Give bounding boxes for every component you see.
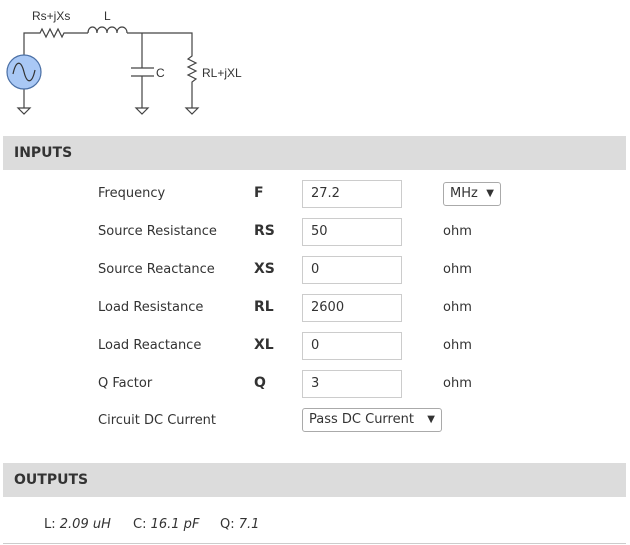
frequency-unit-value: MHz xyxy=(450,186,478,201)
source-reactance-label: Source Reactance xyxy=(98,262,215,277)
frequency-symbol: F xyxy=(254,185,264,201)
chevron-down-icon: ▼ xyxy=(427,414,435,425)
dc-current-select[interactable]: Pass DC Current ▼ xyxy=(302,408,442,432)
output-q: Q: 7.1 xyxy=(220,517,260,532)
load-reactance-symbol: XL xyxy=(254,337,274,353)
frequency-input[interactable]: 27.2 xyxy=(302,180,402,208)
q-factor-label: Q Factor xyxy=(98,376,153,391)
load-resistance-symbol: RL xyxy=(254,299,274,315)
q-factor-input[interactable]: 3 xyxy=(302,370,402,398)
inputs-header: INPUTS xyxy=(3,136,626,170)
source-resistance-unit: ohm xyxy=(443,224,472,239)
source-reactance-unit: ohm xyxy=(443,262,472,277)
load-reactance-unit: ohm xyxy=(443,338,472,353)
q-factor-unit: ohm xyxy=(443,376,472,391)
chevron-down-icon: ▼ xyxy=(486,188,494,199)
dc-current-label: Circuit DC Current xyxy=(98,413,217,428)
source-reactance-symbol: XS xyxy=(254,261,275,277)
load-reactance-input[interactable]: 0 xyxy=(302,332,402,360)
source-resistance-label: Source Resistance xyxy=(98,224,217,239)
source-resistance-symbol: RS xyxy=(254,223,275,239)
frequency-unit-select[interactable]: MHz ▼ xyxy=(443,182,501,206)
source-reactance-input[interactable]: 0 xyxy=(302,256,402,284)
frequency-label: Frequency xyxy=(98,186,166,201)
load-resistance-input[interactable]: 2600 xyxy=(302,294,402,322)
inductor-label: L xyxy=(104,9,111,23)
dc-current-value: Pass DC Current xyxy=(309,412,414,427)
source-resistance-input[interactable]: 50 xyxy=(302,218,402,246)
outputs-header: OUTPUTS xyxy=(3,463,626,497)
q-factor-symbol: Q xyxy=(254,375,266,391)
load-reactance-label: Load Reactance xyxy=(98,338,202,353)
output-capacitance: C: 16.1 pF xyxy=(133,517,200,532)
capacitor-label: C xyxy=(156,66,165,80)
output-inductance: L: 2.09 uH xyxy=(44,517,111,532)
source-impedance-label: Rs+jXs xyxy=(32,9,70,23)
circuit-diagram: Rs+jXs L C RL+jXL xyxy=(6,9,242,115)
load-resistance-unit: ohm xyxy=(443,300,472,315)
load-resistance-label: Load Resistance xyxy=(98,300,204,315)
divider xyxy=(3,543,626,544)
load-impedance-label: RL+jXL xyxy=(202,66,242,80)
